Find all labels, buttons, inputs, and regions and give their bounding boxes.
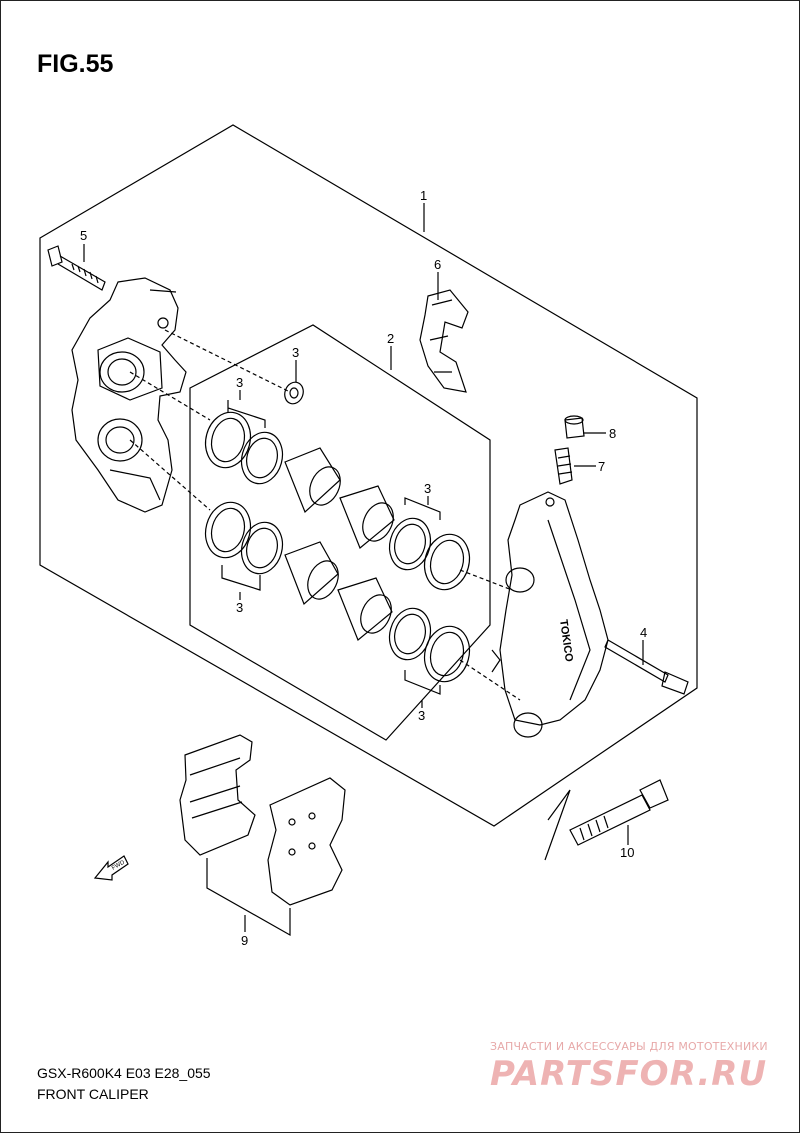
pad-pin-4 <box>604 639 689 695</box>
caliper-right-half <box>499 491 609 738</box>
callout-7: 7 <box>598 459 605 474</box>
callout-3-right-lower: 3 <box>418 708 425 723</box>
callout-3-lower-seals: 3 <box>236 600 243 615</box>
callout-1: 1 <box>420 188 427 203</box>
callout-5: 5 <box>80 228 87 243</box>
callout-6: 6 <box>434 257 441 272</box>
piston-upper-2 <box>339 485 395 549</box>
callout-3-right-upper: 3 <box>424 481 431 496</box>
bleeder-cap-8 <box>564 415 585 439</box>
seal-row-lower-right <box>388 607 471 683</box>
caliper-left-half <box>71 277 187 513</box>
figure-caption: FRONT CALIPER <box>37 1086 149 1102</box>
assembly-outline <box>39 124 698 827</box>
caliper-brand-mark: TOKICO <box>557 619 575 663</box>
callout-8: 8 <box>609 426 616 441</box>
watermark-logo: PARTSFOR.RU <box>490 1054 768 1094</box>
piston-upper-1 <box>284 447 341 514</box>
piston-lower-1 <box>284 541 339 606</box>
piston-lower-2 <box>337 577 393 641</box>
fwd-direction-arrow: FWD <box>93 855 129 881</box>
callout-9: 9 <box>241 933 248 948</box>
callout-3-upper-seals: 3 <box>236 375 243 390</box>
callout-10: 10 <box>620 845 634 860</box>
seal-row-upper <box>204 411 284 485</box>
pad-spring-6 <box>419 289 469 393</box>
seal-row-lower <box>204 501 284 575</box>
caliper-bolt-5 <box>47 245 106 291</box>
brake-pad-front <box>267 777 346 906</box>
bleeder-valve-7 <box>554 447 573 485</box>
brake-pad-rear <box>179 734 256 856</box>
watermark-tagline: ЗАПЧАСТИ И АКСЕССУАРЫ ДЛЯ МОТОТЕХНИКИ <box>490 1040 768 1053</box>
washer-3 <box>284 381 304 405</box>
callout-2: 2 <box>387 331 394 346</box>
figure-title: FIG.55 <box>37 50 114 78</box>
seal-row-mid-right <box>388 517 471 591</box>
callout-3-washer: 3 <box>292 345 299 360</box>
caliper-bolt-10 <box>569 779 669 846</box>
model-code: GSX-R600K4 E03 E28_055 <box>37 1065 211 1081</box>
callout-4: 4 <box>640 625 647 640</box>
piston-kit-outline <box>189 324 491 741</box>
